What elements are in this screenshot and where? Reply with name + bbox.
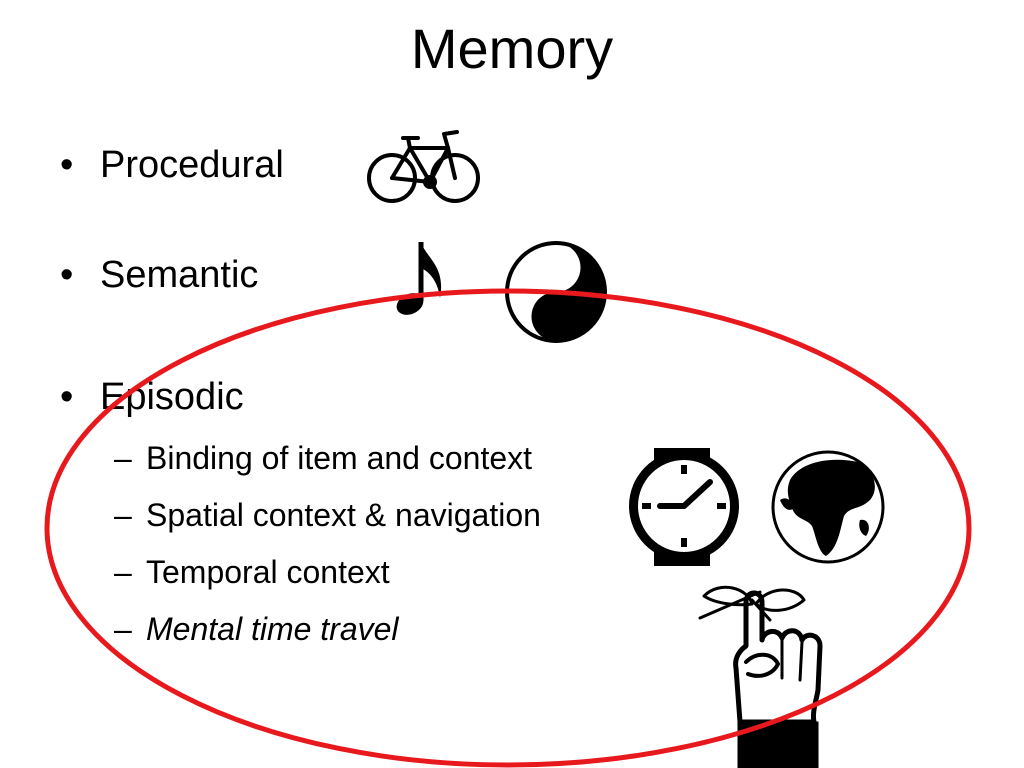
bullet-label: Procedural bbox=[100, 144, 284, 186]
globe-icon bbox=[771, 450, 885, 564]
sub-item-temporal: –Temporal context bbox=[114, 552, 390, 592]
sub-marker: – bbox=[114, 440, 132, 476]
sub-marker: – bbox=[114, 554, 132, 590]
sub-label: Binding of item and context bbox=[146, 440, 533, 476]
sub-label: Mental time travel bbox=[146, 611, 399, 647]
sub-item-binding: –Binding of item and context bbox=[114, 438, 532, 478]
sub-item-mental-time-travel: –Mental time travel bbox=[114, 609, 399, 649]
finger-string-icon bbox=[698, 585, 823, 768]
bullet-label: Semantic bbox=[100, 254, 259, 296]
bullet-episodic: • Episodic bbox=[60, 374, 244, 420]
bullet-label: Episodic bbox=[100, 376, 244, 418]
slide-title: Memory bbox=[410, 17, 614, 80]
bullet-marker: • bbox=[60, 144, 74, 186]
bullet-procedural: • Procedural bbox=[60, 142, 284, 188]
sub-marker: – bbox=[114, 611, 132, 647]
bullet-marker: • bbox=[60, 376, 74, 418]
sub-label: Temporal context bbox=[146, 554, 390, 590]
bullet-marker: • bbox=[60, 254, 74, 296]
sub-item-spatial: –Spatial context & navigation bbox=[114, 495, 541, 535]
watch-icon bbox=[629, 448, 739, 566]
bicycle-icon bbox=[367, 130, 480, 203]
sub-marker: – bbox=[114, 497, 132, 533]
music-note-icon bbox=[396, 242, 442, 315]
yin-yang-icon bbox=[505, 241, 607, 343]
sub-label: Spatial context & navigation bbox=[146, 497, 541, 533]
bullet-semantic: • Semantic bbox=[60, 252, 258, 298]
